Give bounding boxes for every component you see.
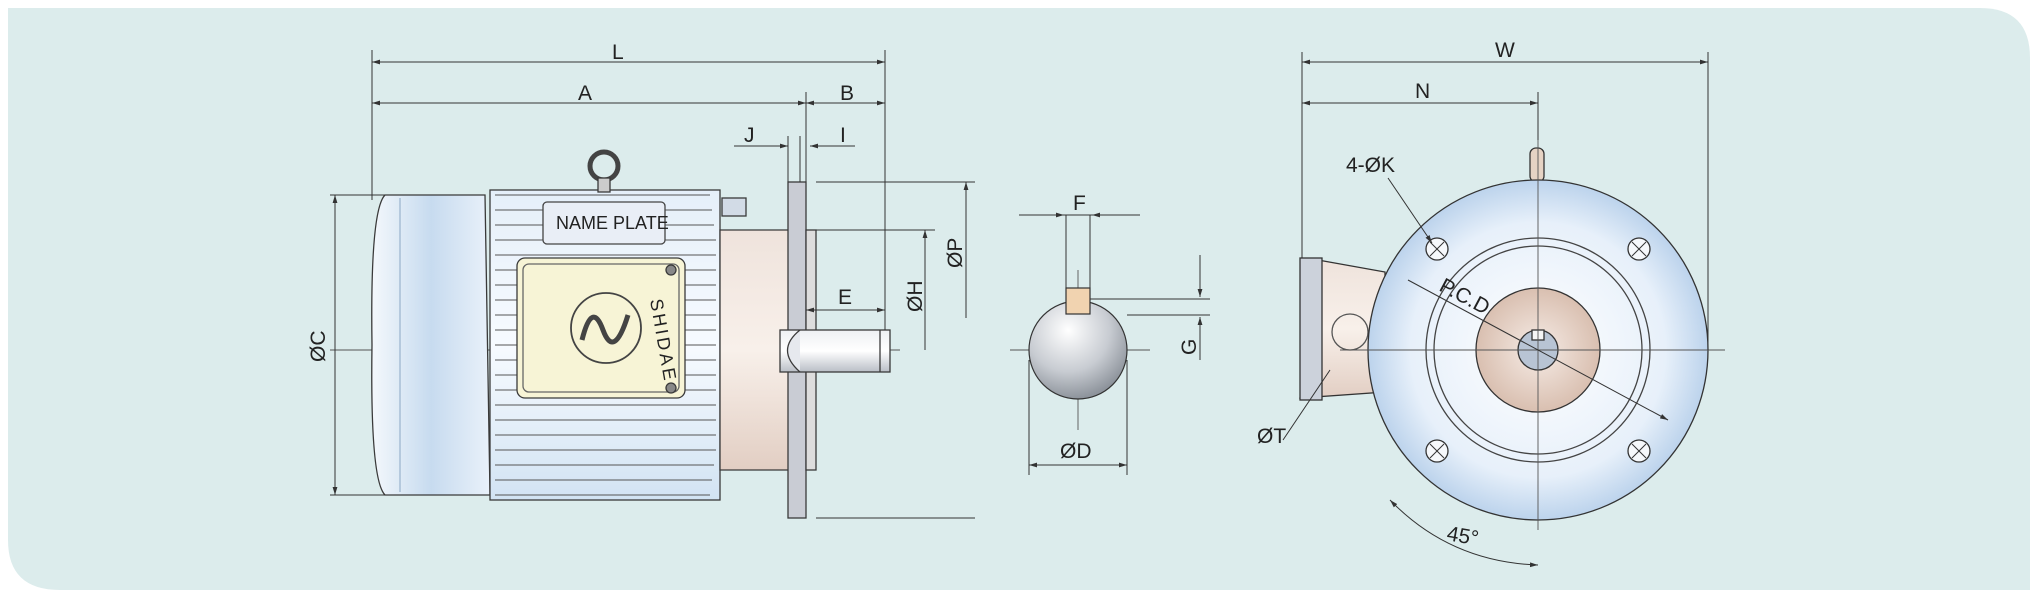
eye-bolt bbox=[587, 149, 621, 193]
dim-W: W bbox=[1495, 39, 1515, 62]
dim-K: 4-ØK bbox=[1346, 154, 1395, 177]
dim-F: F bbox=[1073, 192, 1086, 215]
motor-side-view bbox=[330, 149, 900, 519]
dim-D: ØD bbox=[1060, 440, 1092, 463]
brand-logo bbox=[570, 292, 642, 364]
dim-I: I bbox=[840, 124, 846, 147]
motor-front-view bbox=[1299, 135, 1725, 530]
dim-T: ØT bbox=[1257, 425, 1286, 448]
dim-E: E bbox=[838, 286, 852, 309]
dim-P: ØP bbox=[944, 238, 967, 268]
dim-J: J bbox=[744, 124, 755, 147]
name-plate-label: NAME PLATE bbox=[556, 213, 669, 233]
dimension-labels: L A B J I E ØC ØP ØH F G ØD W N 4-ØK P.C… bbox=[307, 39, 1515, 550]
background-panel bbox=[8, 8, 2030, 590]
side-view-dimensions bbox=[330, 50, 975, 519]
shaft-circle bbox=[1028, 300, 1128, 400]
shaft-cross-section bbox=[1010, 270, 1150, 430]
dim-B: B bbox=[840, 82, 854, 105]
dim-L: L bbox=[612, 41, 624, 64]
dim-N: N bbox=[1415, 80, 1430, 103]
dim-angle: 45° bbox=[1445, 522, 1480, 550]
dim-A: A bbox=[578, 82, 592, 105]
front-view-dimensions bbox=[1282, 52, 1709, 568]
name-plate bbox=[542, 201, 666, 245]
dim-H: ØH bbox=[904, 281, 927, 313]
dim-C: ØC bbox=[307, 331, 330, 363]
shaft-dimensions bbox=[1019, 212, 1210, 475]
shaft-key bbox=[1065, 287, 1091, 315]
fan-cover bbox=[371, 194, 491, 496]
dim-G: G bbox=[1178, 339, 1201, 355]
